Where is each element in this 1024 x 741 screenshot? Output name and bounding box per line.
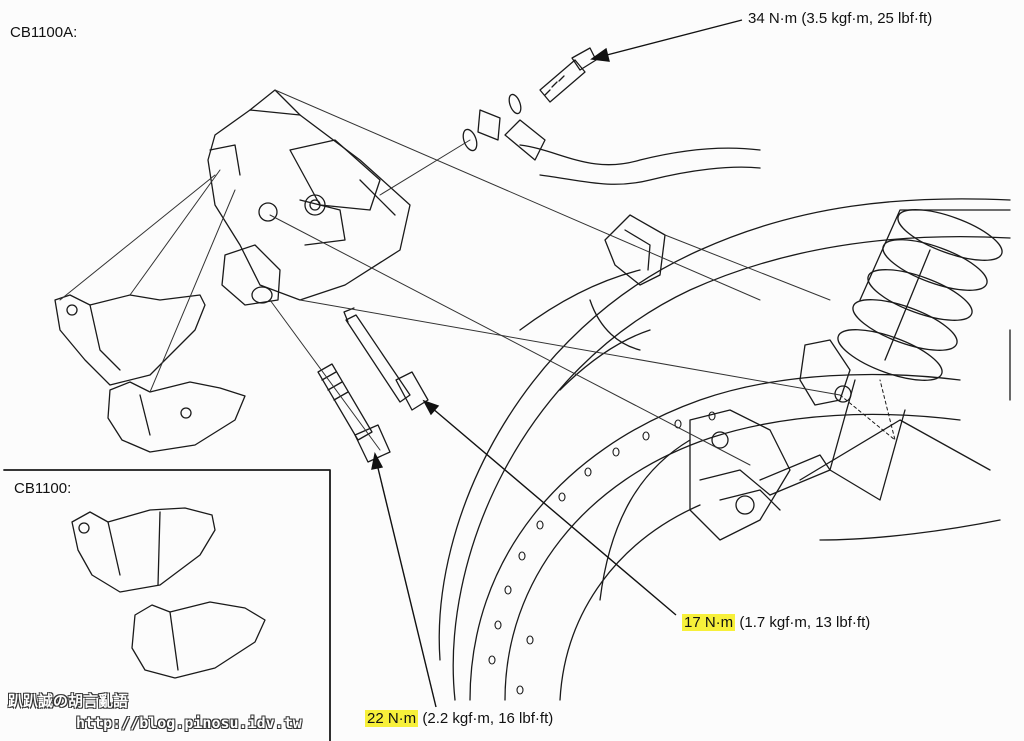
torque-label-caliper-bolt: 22 N·m (2.2 kgf·m, 16 lbf·ft) [365,710,553,728]
rear-wheel [438,198,1011,701]
brake-disc [469,373,961,701]
caliper-bracket [689,339,1001,541]
torque-value-slide-pin: 17 N·m [682,614,736,631]
model-label-cb1100a: CB1100A: [10,24,78,41]
torque-detail-caliper-bolt: (2.2 kgf·m, 16 lbf·ft) [422,710,554,727]
watermark-url: http://blog.pinosu.idv.tw [76,714,302,732]
brake-pads-cb1100a [54,294,246,453]
torque-label-slide-pin: 17 N·m (1.7 kgf·m, 13 lbf·ft) [682,614,870,632]
caliper-bolt [317,363,391,463]
watermark-title: 趴趴誠の胡言亂語 [8,692,129,710]
torque-detail-slide-pin: (1.7 kgf·m, 13 lbf·ft) [739,614,871,631]
callout-arrows [371,19,743,708]
model-label-cb1100: CB1100: [14,480,72,497]
cb1100-inset-frame [3,469,331,741]
brake-caliper [207,89,411,306]
caliper-slide-pin [343,307,429,411]
shock-absorber [829,209,1011,501]
brake-pads-cb1100 [71,507,266,679]
assembly-lines [59,89,841,466]
pad-spring-clip [604,214,666,286]
torque-label-banjo-bolt: 34 N·m (3.5 kgf·m, 25 lbf·ft) [748,10,933,27]
hidden-lines [839,379,896,441]
torque-value-caliper-bolt: 22 N·m [365,710,419,727]
brake-hose [462,47,761,185]
